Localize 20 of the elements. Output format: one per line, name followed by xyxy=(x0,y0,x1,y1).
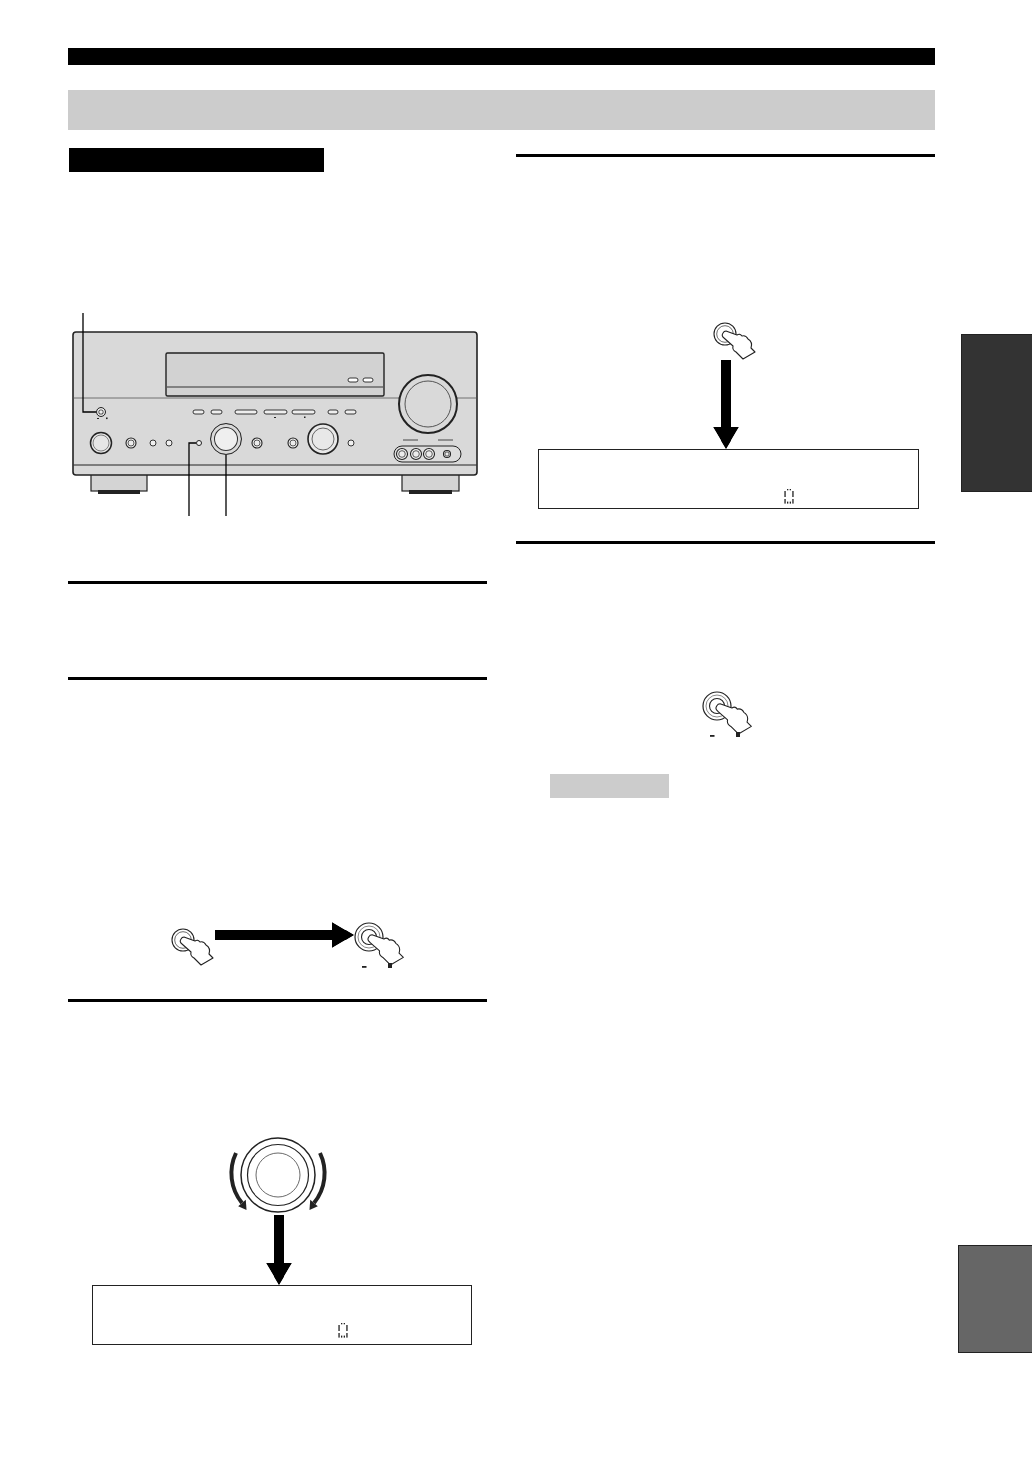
leader-line xyxy=(82,312,97,413)
leader-line xyxy=(188,442,197,517)
rotary-knob-icon xyxy=(228,1137,328,1215)
display-panel xyxy=(92,1285,472,1345)
title-band xyxy=(68,90,935,130)
block-arrow xyxy=(266,1215,292,1285)
finger-press-icon xyxy=(713,322,757,360)
display-panel xyxy=(538,449,919,509)
finger-press-icon xyxy=(171,928,215,966)
finger-press-hold-icon xyxy=(354,922,404,969)
leader-line xyxy=(225,454,227,517)
note-tag xyxy=(550,774,669,798)
section-heading-bar xyxy=(69,148,324,172)
side-tab xyxy=(961,334,1032,492)
block-arrow xyxy=(713,360,739,449)
receiver-front-panel xyxy=(72,331,478,495)
front-panel-button xyxy=(96,407,106,417)
side-tab xyxy=(958,1245,1032,1353)
block-arrow xyxy=(215,922,354,948)
indicator-light xyxy=(196,440,202,446)
